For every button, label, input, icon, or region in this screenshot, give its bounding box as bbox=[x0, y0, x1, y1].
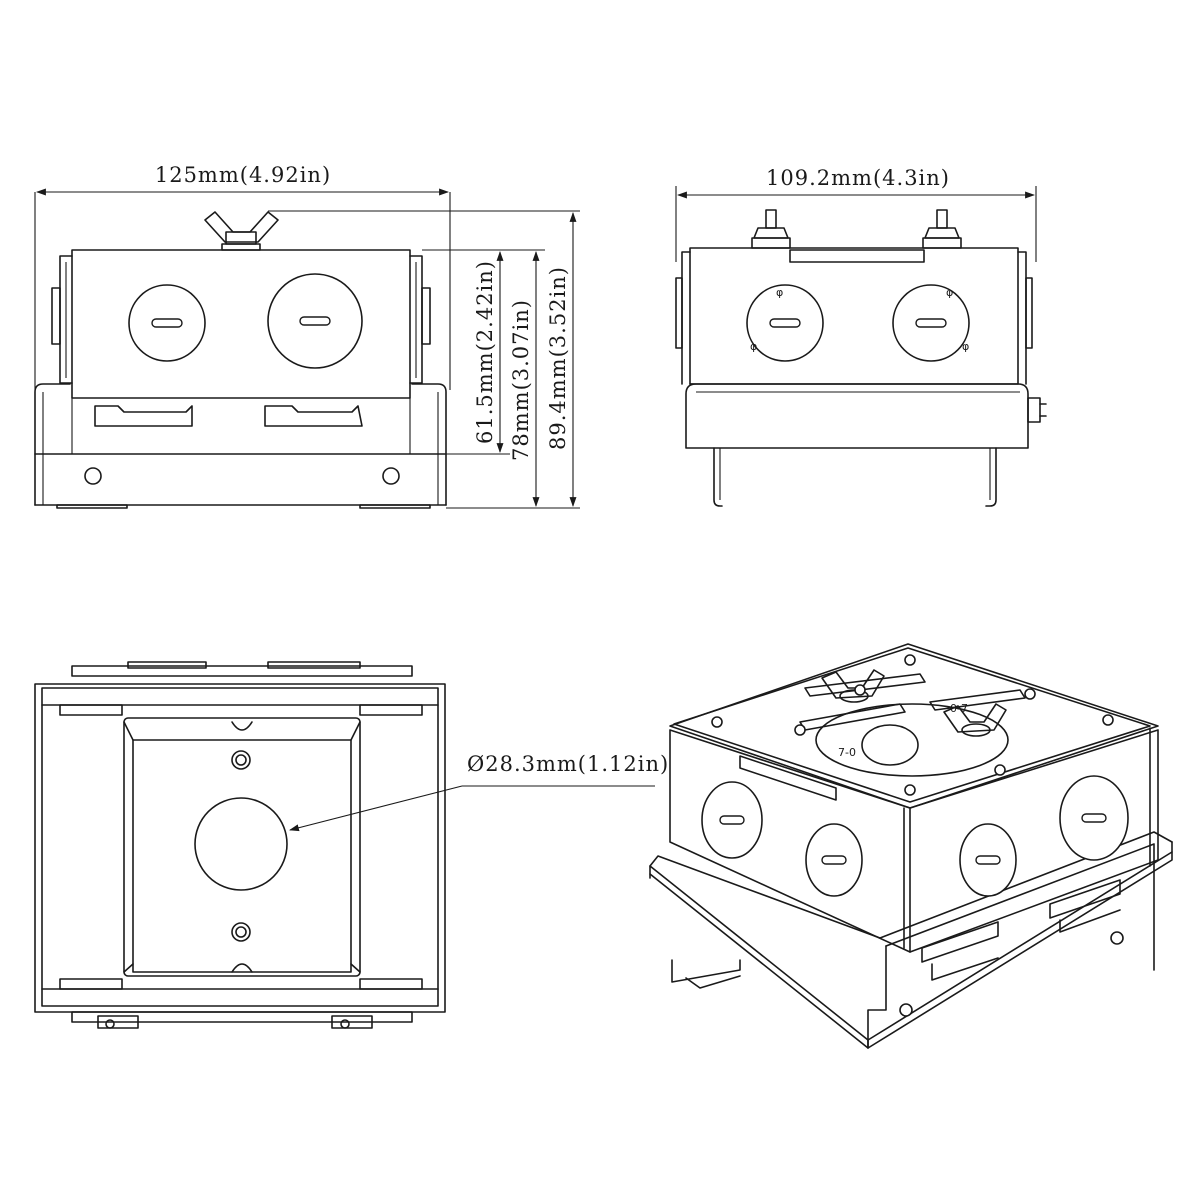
svg-text:φ: φ bbox=[962, 340, 969, 353]
center-hole bbox=[194, 797, 288, 891]
wing-nut-iso-right-icon bbox=[943, 703, 1007, 737]
wing-nut-iso-left-icon bbox=[821, 669, 885, 703]
isometric-view: 7-0 0-7 bbox=[649, 643, 1173, 1049]
front-width-label: 125mm(4.92in) bbox=[155, 163, 331, 187]
height-body-label: 61.5mm(2.42in) bbox=[473, 260, 497, 444]
side-width-label: 109.2mm(4.3in) bbox=[766, 166, 950, 190]
svg-text:φ: φ bbox=[776, 286, 783, 299]
height-total-label: 89.4mm(3.52in) bbox=[546, 266, 570, 450]
hole-diameter-label: Ø28.3mm(1.12in) bbox=[467, 752, 669, 776]
height-mid-label: 78mm(3.07in) bbox=[509, 299, 533, 461]
bolt-right-icon bbox=[922, 209, 962, 249]
wing-nut-icon bbox=[204, 211, 279, 251]
svg-text:φ: φ bbox=[946, 286, 953, 299]
scale-mark-front: 7-0 bbox=[838, 746, 856, 759]
svg-text:φ: φ bbox=[750, 340, 757, 353]
side-view: 109.2mm(4.3in) φ φ φ φ bbox=[675, 166, 1047, 507]
bolt-left-icon bbox=[751, 209, 791, 249]
front-view: 125mm(4.92in) bbox=[34, 163, 580, 509]
top-view: Ø28.3mm(1.12in) bbox=[34, 661, 669, 1029]
